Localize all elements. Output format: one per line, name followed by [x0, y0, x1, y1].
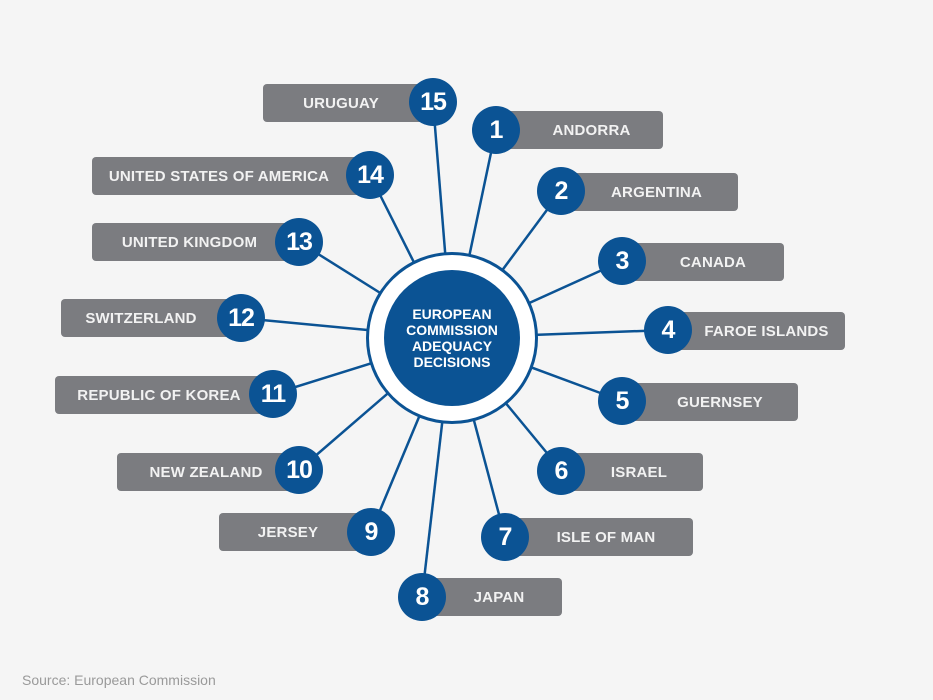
number-badge-10: 10: [275, 446, 323, 494]
label-uruguay: URUGUAY: [263, 84, 433, 122]
label-united-states-of-america: UNITED STATES OF AMERICA: [92, 157, 370, 195]
label-isle-of-man: ISLE OF MAN: [505, 518, 693, 556]
number-badge-8: 8: [398, 573, 446, 621]
hub-title-line-4: DECISIONS: [413, 354, 491, 370]
number-badge-13: 13: [275, 218, 323, 266]
label-faroe-islands: FAROE ISLANDS: [668, 312, 845, 350]
label-canada: CANADA: [622, 243, 784, 281]
number-badge-15: 15: [409, 78, 457, 126]
hub-title-line-1: EUROPEAN: [412, 306, 492, 322]
label-argentina: ARGENTINA: [561, 173, 738, 211]
number-badge-3: 3: [598, 237, 646, 285]
label-united-kingdom: UNITED KINGDOM: [92, 223, 299, 261]
label-switzerland: SWITZERLAND: [61, 299, 241, 337]
hub-title-line-3: ADEQUACY: [411, 338, 493, 354]
number-badge-2: 2: [537, 167, 585, 215]
number-badge-14: 14: [346, 151, 394, 199]
source-caption: Source: European Commission: [22, 672, 216, 688]
number-badge-9: 9: [347, 508, 395, 556]
number-badge-1: 1: [472, 106, 520, 154]
label-republic-of-korea: REPUBLIC OF KOREA: [55, 376, 273, 414]
hub-center: EUROPEAN COMMISSION ADEQUACY DECISIONS: [384, 270, 520, 406]
label-andorra: ANDORRA: [496, 111, 663, 149]
number-badge-11: 11: [249, 370, 297, 418]
number-badge-7: 7: [481, 513, 529, 561]
number-badge-12: 12: [217, 294, 265, 342]
label-jersey: JERSEY: [219, 513, 371, 551]
label-guernsey: GUERNSEY: [622, 383, 798, 421]
number-badge-5: 5: [598, 377, 646, 425]
number-badge-4: 4: [644, 306, 692, 354]
hub-title-line-2: COMMISSION: [406, 322, 498, 338]
label-new-zealand: NEW ZEALAND: [117, 453, 299, 491]
number-badge-6: 6: [537, 447, 585, 495]
